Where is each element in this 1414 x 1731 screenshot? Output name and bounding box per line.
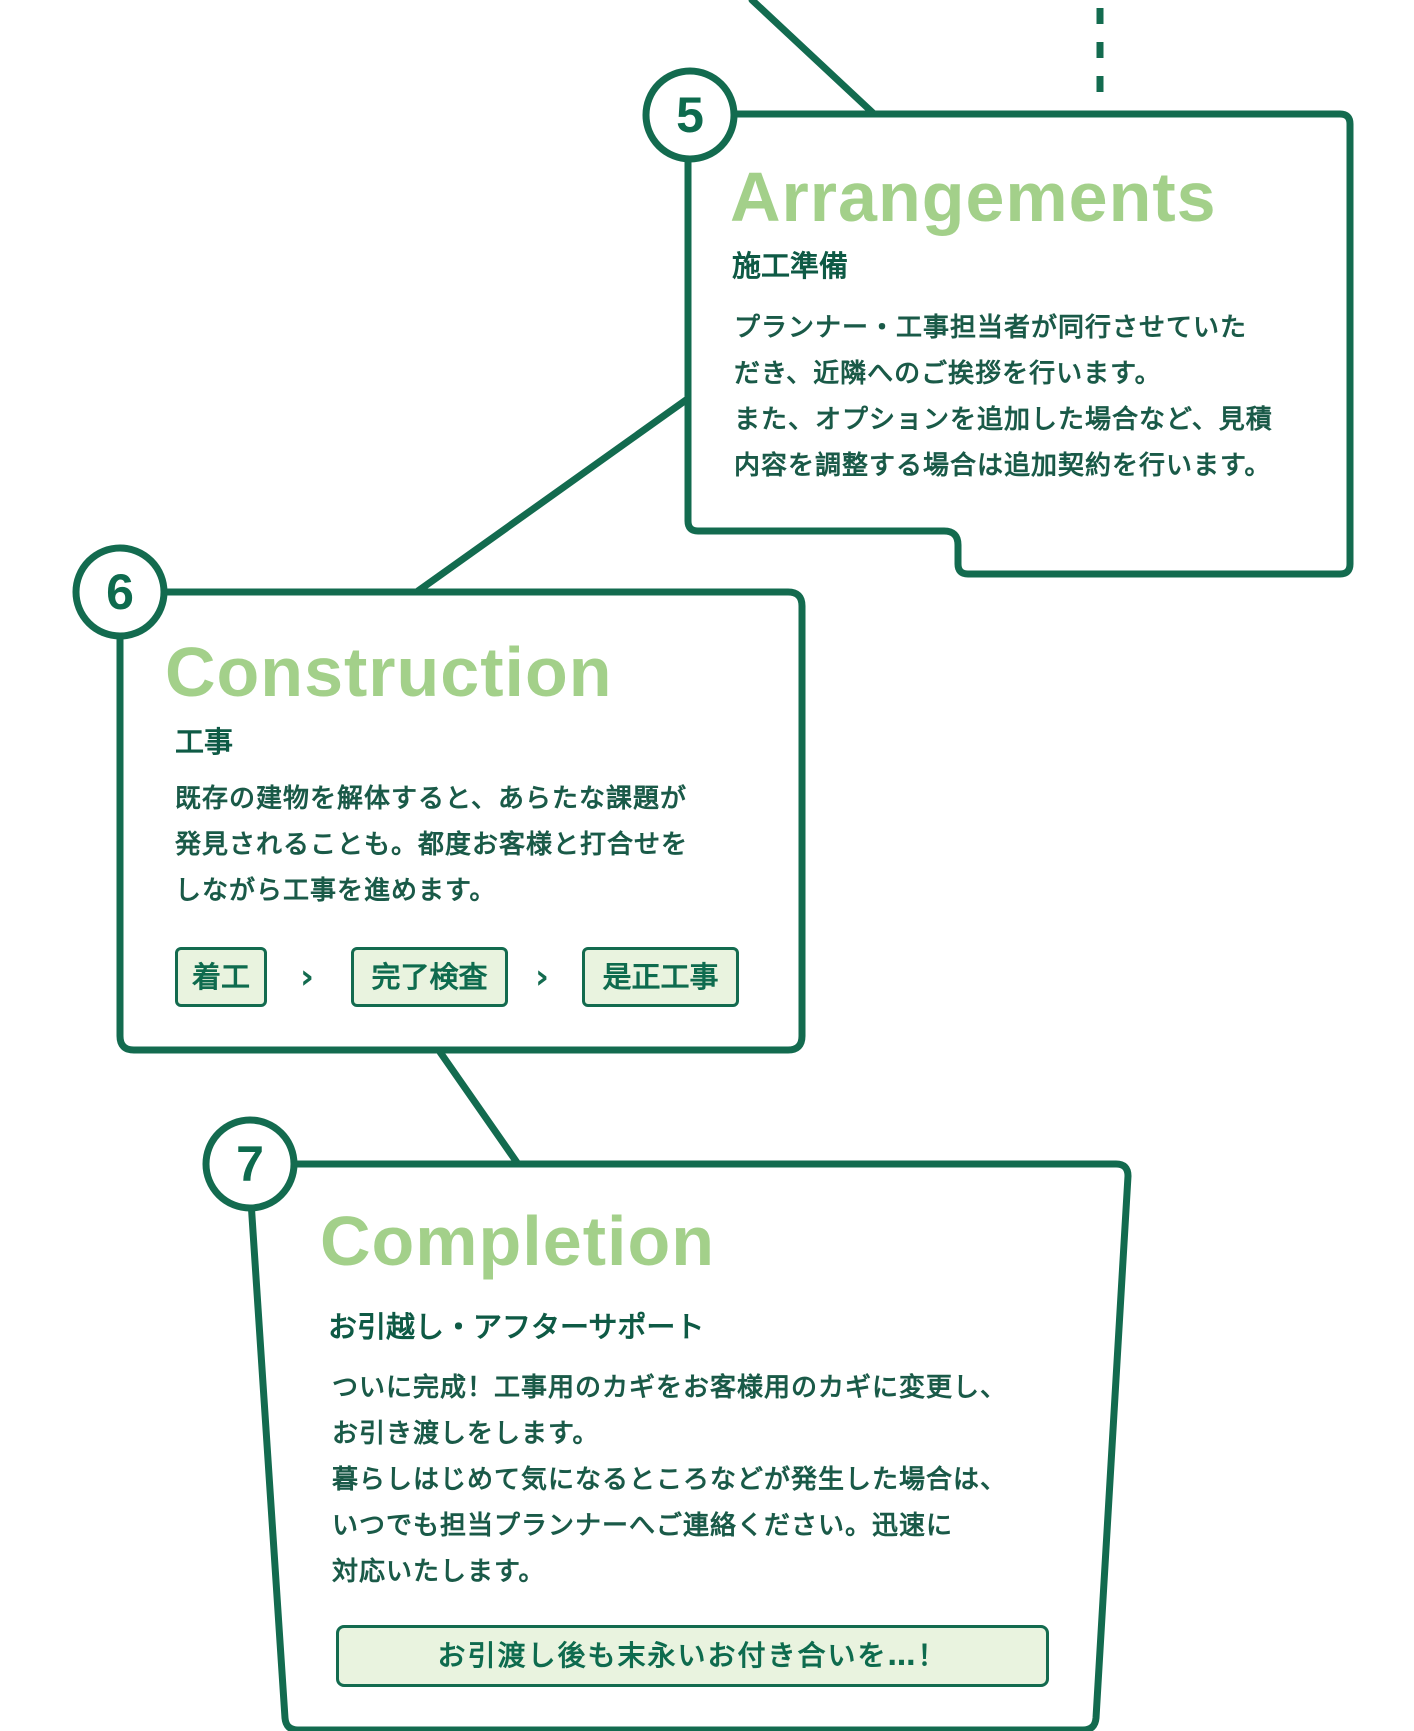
step-7-line: お引き渡しをします。 xyxy=(332,1419,600,1449)
step-6-line: 発見されることも。都度お客様と打合せを xyxy=(175,830,689,860)
step-5-card-frame xyxy=(684,110,1354,578)
step-7-description: ついに完成！工事用のカギをお客様用のカギに変更し、 お引き渡しをします。 暮らし… xyxy=(332,1365,1007,1595)
step-7-line: ついに完成！工事用のカギをお客様用のカギに変更し、 xyxy=(332,1373,1008,1403)
flow-step-groundbreaking[interactable]: 着工 xyxy=(175,947,267,1007)
step-6-card-frame xyxy=(116,588,806,1054)
step-7-line: 対応いたします。 xyxy=(332,1557,546,1587)
step-5-line: また、オプションを追加した場合など、見積 xyxy=(734,405,1273,435)
step-7-line: いつでも担当プランナーへご連絡ください。迅速に xyxy=(332,1511,954,1541)
step-6-badge xyxy=(72,544,168,640)
step-5-subtitle: 施工準備 xyxy=(732,249,849,283)
step-6-line: 既存の建物を解体すると、あらたな課題が xyxy=(175,784,687,814)
step-5-line: 内容を調整する場合は追加契約を行います。 xyxy=(734,451,1272,481)
step-7-title: Completion xyxy=(320,1202,715,1280)
step-6-number: 6 xyxy=(106,564,134,620)
step-6-title: Construction xyxy=(165,633,613,711)
connector-5-to-6 xyxy=(414,396,690,595)
step-7-subtitle: お引越し・アフターサポート xyxy=(328,1310,705,1344)
step-7-badge xyxy=(202,1116,298,1212)
step-7-line: 暮らしはじめて気になるところなどが発生した場合は、 xyxy=(332,1465,1008,1495)
step-5-badge xyxy=(642,67,738,163)
closing-message-banner: お引渡し後も末永いお付き合いを…！ xyxy=(336,1625,1049,1687)
step-6-line: しながら工事を進めます。 xyxy=(175,876,497,906)
flow-step-corrective-work[interactable]: 是正工事 xyxy=(582,947,739,1007)
step-5-number: 5 xyxy=(676,87,704,143)
flow-step-completion-inspection[interactable]: 完了検査 xyxy=(351,947,508,1007)
step-6-description: 既存の建物を解体すると、あらたな課題が 発見されることも。都度お客様と打合せを … xyxy=(175,776,688,914)
step-7-card-frame xyxy=(246,1160,1132,1731)
step-5-line: プランナー・工事担当者が同行させていた xyxy=(734,313,1248,343)
step-6-subtitle: 工事 xyxy=(175,725,234,759)
chevron-right-icon: › xyxy=(300,957,315,997)
step-5-title: Arrangements xyxy=(730,158,1217,236)
step-5-line: だき、近隣へのご挨拶を行います。 xyxy=(734,359,1162,389)
step-7-number: 7 xyxy=(236,1136,264,1192)
step-5-description: プランナー・工事担当者が同行させていた だき、近隣へのご挨拶を行います。 また、… xyxy=(734,305,1273,489)
connector-to-step-5 xyxy=(748,0,877,117)
chevron-right-icon: › xyxy=(535,957,550,997)
connector-6-to-7 xyxy=(436,1048,522,1168)
